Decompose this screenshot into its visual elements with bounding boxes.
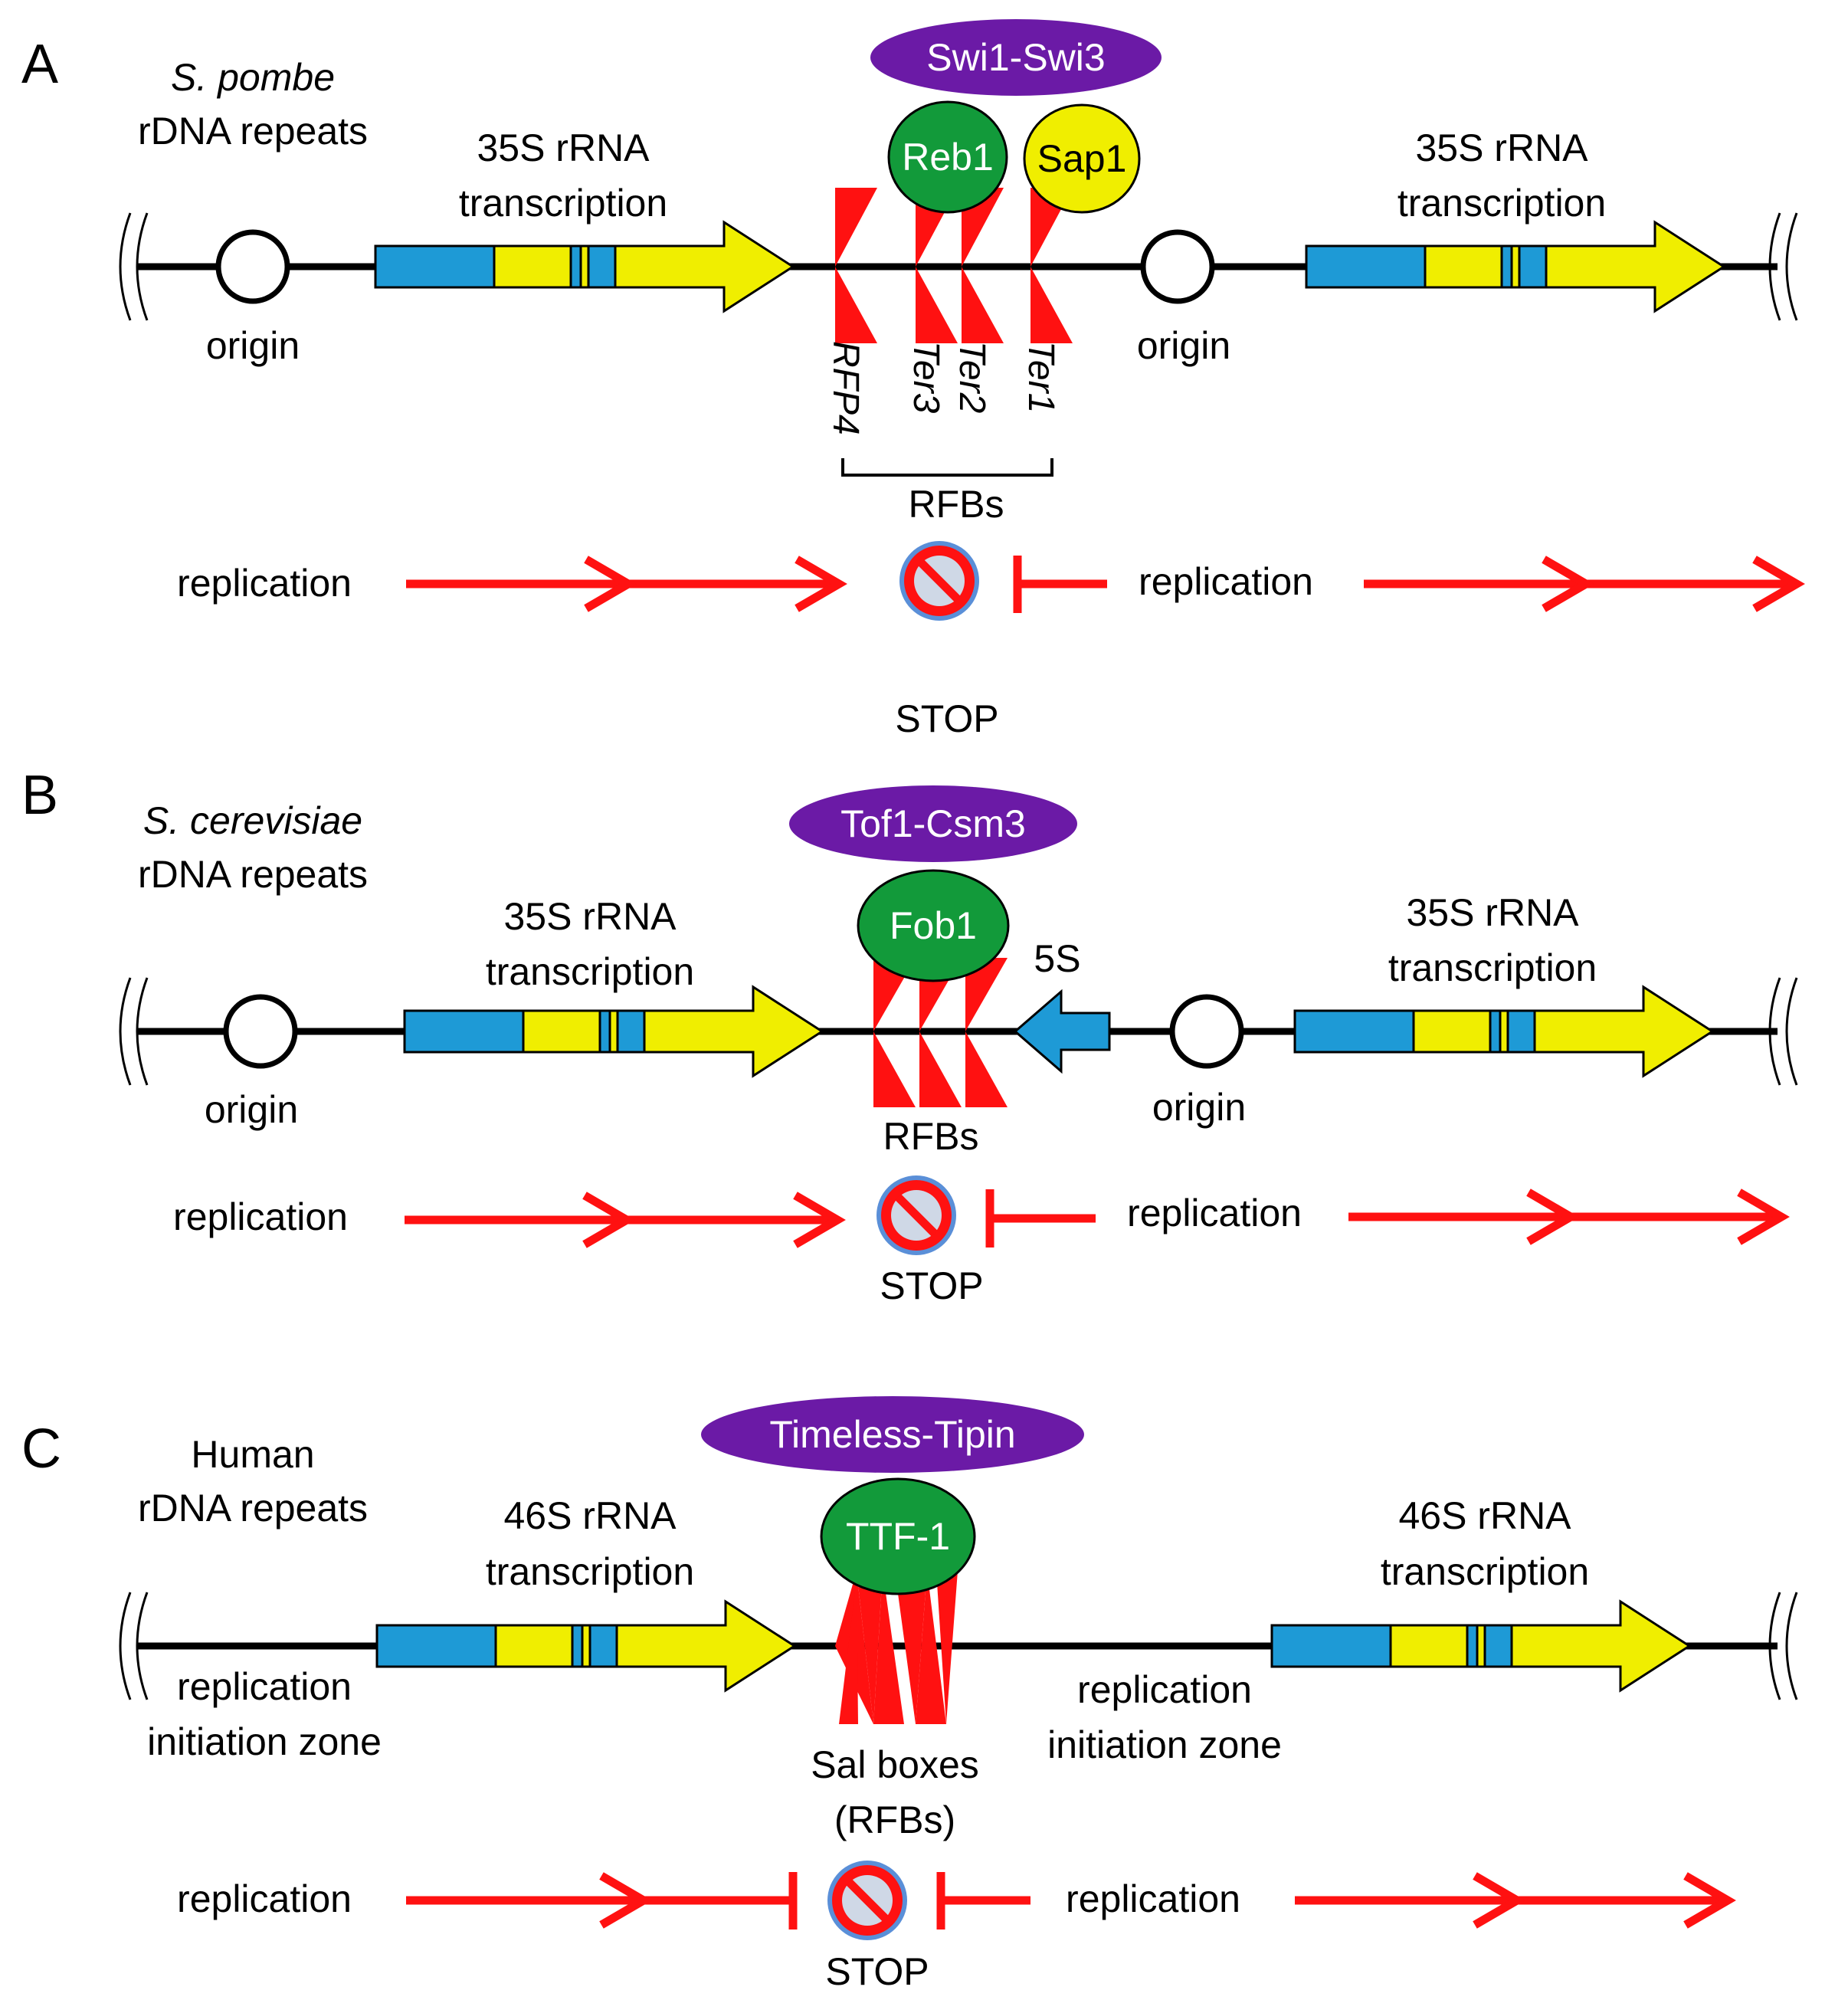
panel-a-replication-right-arrow (1364, 559, 1797, 608)
panel-a-site-ter3: Ter3 (906, 341, 946, 414)
ter2-lower-triangle (962, 267, 1004, 343)
panel-c-zone-left-line1: replication (177, 1665, 352, 1708)
panel-a-rfbs-label: RFBs (909, 483, 1004, 526)
panel-b-5s-arrow (1013, 989, 1111, 1074)
panel-b-stop-label: STOP (880, 1264, 983, 1307)
panel-c-letter: C (21, 1418, 61, 1480)
ter3-lower-triangle (916, 267, 958, 343)
panel-c-replication-right-arrow (1295, 1876, 1728, 1925)
panel-a-origin-left-label: origin (206, 324, 300, 367)
panel-c: C Human rDNA repeats Timeless-Tipin 46S … (21, 1396, 1798, 1993)
panel-b-letter: B (21, 765, 58, 826)
panel-b-fob1-circle (857, 869, 1010, 982)
panel-b-repeats-label: rDNA repeats (138, 853, 368, 896)
panel-c-zone-right-line2: initiation zone (1047, 1723, 1282, 1766)
panel-c-zone-left-line2: initiation zone (147, 1720, 382, 1763)
panel-a-replication-left-arrow (406, 559, 839, 608)
panel-a-origin-right (1140, 229, 1215, 304)
panel-a-species: S. pombe (171, 56, 335, 99)
panel-b-rfbs-label: RFBs (883, 1115, 979, 1158)
panel-a-origin-left (215, 229, 290, 304)
panel-a-sap1-circle (1023, 103, 1141, 214)
panel-a-complex-oval (870, 19, 1162, 96)
panel-b-left-transcription-line2: transcription (486, 950, 694, 993)
panel-a-right-transcription-line1: 35S rRNA (1415, 126, 1588, 169)
panel-a-right-transcription-line2: transcription (1397, 182, 1606, 225)
panel-c-sal-line2: (RFBs) (834, 1798, 955, 1841)
panel-c-complex-label: Timeless-Tipin (769, 1413, 1015, 1456)
panel-a-site-ter1: Ter1 (1021, 341, 1061, 413)
panel-b-stop-sign (876, 1175, 956, 1255)
panel-c-stop-label: STOP (825, 1950, 929, 1993)
panel-a-site-rfp4: RFP4 (825, 341, 866, 435)
panel-b-origin-left (223, 994, 298, 1069)
panel-c-ttf1-circle (820, 1477, 976, 1595)
panel-a-stop-label: STOP (895, 697, 998, 740)
panel-c-sal-boxes (835, 1571, 958, 1724)
panel-a-complex-label: Swi1-Swi3 (926, 36, 1105, 79)
panel-c-right-gene (1270, 1600, 1691, 1692)
panel-a-replication-left-label: replication (177, 562, 352, 605)
panel-b-5s-label: 5S (1034, 937, 1080, 980)
panel-b-right-gene (1293, 985, 1714, 1077)
panel-b-right-transcription-line2: transcription (1388, 946, 1597, 989)
panel-b-right-transcription-line1: 35S rRNA (1406, 891, 1579, 934)
panel-b-fob1-label: Fob1 (890, 904, 977, 947)
panel-b-left-transcription-line1: 35S rRNA (503, 895, 677, 938)
panel-c-right-transcription-line2: transcription (1381, 1550, 1589, 1593)
panel-c-complex-oval (701, 1396, 1084, 1473)
panel-c-zone-right-line1: replication (1077, 1668, 1252, 1711)
panel-a-left-transcription-line1: 35S rRNA (477, 126, 650, 169)
panel-a-reb1-circle (887, 100, 1008, 214)
panel-a-replication-right-label: replication (1139, 560, 1313, 603)
panel-a-reb1-label: Reb1 (902, 136, 994, 179)
panel-a-left-transcription-line2: transcription (459, 182, 667, 225)
rfp4-upper-triangle (835, 188, 877, 267)
panel-c-species: Human (191, 1433, 314, 1476)
panel-a-rfbs-bracket (841, 458, 1053, 477)
panel-b: B S. cerevisiae rDNA repeats Tof1-Csm3 3… (21, 765, 1798, 1307)
panel-b-replication-right-arrow (1348, 1192, 1781, 1241)
panel-b-origin-right-label: origin (1152, 1086, 1246, 1129)
panel-b-replication-left-label: replication (173, 1195, 348, 1238)
panel-a-repeats-label: rDNA repeats (138, 110, 368, 152)
panel-b-left-gene (403, 985, 824, 1077)
panel-a-site-ter2: Ter2 (952, 341, 992, 413)
panel-b-origin-right (1169, 994, 1244, 1069)
panel-a-stop-sign (899, 541, 979, 621)
panel-b-complex-oval (789, 785, 1077, 862)
panel-c-replication-left-chevron (599, 1872, 652, 1929)
panel-c-stop-sign (827, 1861, 907, 1940)
panel-a-sap1-label: Sap1 (1037, 137, 1127, 180)
panel-c-left-transcription-line2: transcription (486, 1550, 694, 1593)
panel-c-left-gene (375, 1600, 796, 1692)
panel-c-replication-right-label: replication (1066, 1877, 1240, 1920)
panel-a: A S. pombe rDNA repeats Swi1-Swi3 35S rR… (21, 19, 1797, 740)
panel-b-complex-label: Tof1-Csm3 (840, 802, 1026, 845)
panel-a-letter: A (21, 34, 58, 95)
panel-c-ttf1-label: TTF-1 (846, 1515, 950, 1558)
panel-b-origin-left-label: origin (205, 1088, 298, 1131)
panel-c-sal-line1: Sal boxes (811, 1743, 979, 1786)
panel-c-left-transcription-line1: 46S rRNA (503, 1494, 677, 1537)
panel-a-left-gene (374, 221, 795, 313)
panel-a-origin-right-label: origin (1137, 324, 1230, 367)
panel-b-replication-right-label: replication (1127, 1192, 1302, 1234)
panel-c-right-transcription-line1: 46S rRNA (1398, 1494, 1571, 1537)
panel-b-replication-left-arrow (405, 1195, 837, 1244)
ter1-lower-triangle (1030, 267, 1073, 343)
panel-c-repeats-label: rDNA repeats (138, 1487, 368, 1530)
panel-c-replication-left-label: replication (177, 1877, 352, 1920)
panel-a-right-gene (1305, 221, 1725, 313)
rfp4-lower-triangle (835, 267, 877, 343)
panel-b-species: S. cerevisiae (143, 799, 362, 842)
